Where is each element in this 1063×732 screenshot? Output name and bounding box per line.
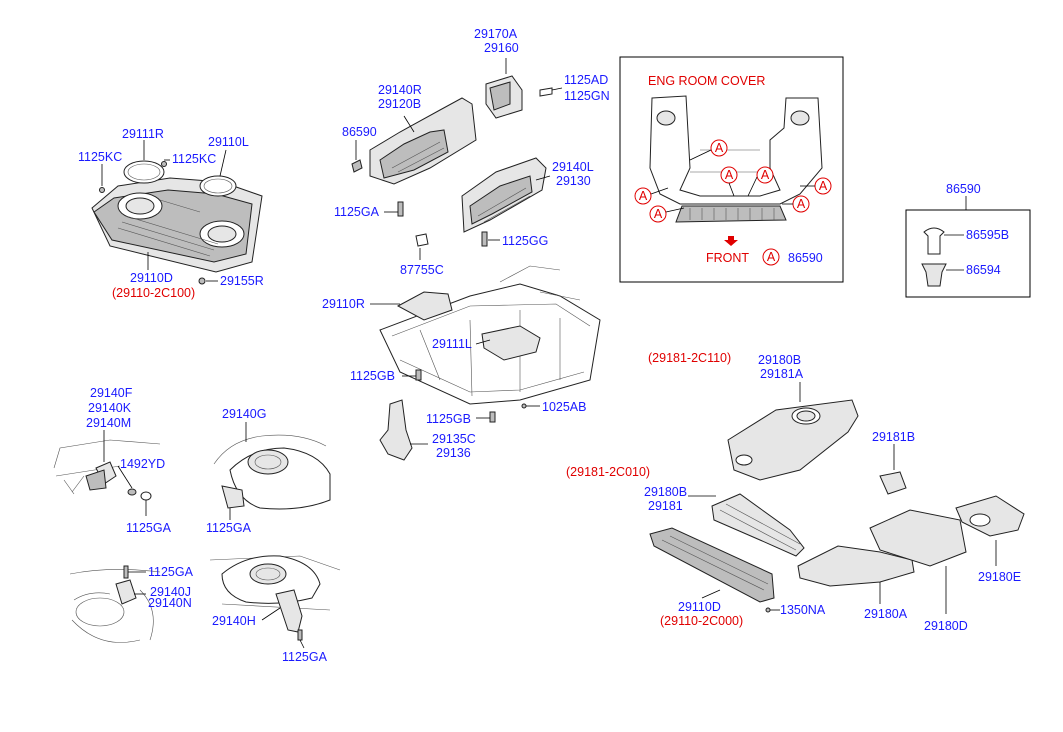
part-86595B[interactable]: 86595B — [966, 228, 1009, 242]
part-1125GG[interactable]: 1125GG — [502, 234, 548, 248]
part-29181B[interactable]: 29181B — [872, 430, 915, 444]
fender-bracket-29140F-drawing — [53, 430, 161, 516]
marker-a-7: A — [819, 179, 828, 193]
wheelhouse-29140G-drawing — [213, 422, 331, 520]
part-1350NA[interactable]: 1350NA — [780, 603, 826, 617]
part-1125KC-right[interactable]: 1125KC — [172, 152, 216, 166]
bracket-29170A-drawing — [485, 75, 553, 119]
clip-86590-panel — [905, 196, 1031, 298]
part-29180A[interactable]: 29180A — [864, 607, 908, 621]
clip-86590-frame — [905, 209, 1031, 298]
marker-a-leaders — [650, 149, 815, 213]
part-87755C[interactable]: 87755C — [400, 263, 444, 277]
part-29140M[interactable]: 29140M — [86, 416, 131, 430]
part-1125GB-left[interactable]: 1125GB — [350, 369, 395, 383]
part-1125GB-right[interactable]: 1125GB — [426, 412, 471, 426]
part-1125GA-bottom[interactable]: 1125GA — [282, 650, 328, 664]
under-cover-29110D-drawing — [91, 160, 263, 285]
marker-a-5: A — [654, 207, 663, 221]
cover-29180A-drawing — [797, 509, 967, 614]
marker-a-legend: A — [762, 248, 780, 266]
marker-a-legend-letter: A — [767, 250, 776, 264]
part-29135C[interactable]: 29135C — [432, 432, 476, 446]
cover-29180B-upper-drawing — [727, 382, 859, 481]
part-29140L[interactable]: 29140L — [552, 160, 594, 174]
part-29110R[interactable]: 29110R — [322, 297, 365, 311]
part-29110L[interactable]: 29110L — [208, 135, 249, 149]
marker-a-4: A — [639, 189, 648, 203]
leader-lines-center — [370, 303, 540, 445]
cover-29180E-drawing — [955, 495, 1025, 566]
part-29136[interactable]: 29136 — [436, 446, 471, 460]
part-29140G[interactable]: 29140G — [222, 407, 266, 421]
part-29155R[interactable]: 29155R — [220, 274, 264, 288]
part-29140K[interactable]: 29140K — [88, 401, 132, 415]
part-29140F[interactable]: 29140F — [90, 386, 133, 400]
part-29111L[interactable]: 29111L — [432, 337, 472, 351]
side-cover-29140R-drawing — [369, 97, 477, 185]
part-1125GA-left[interactable]: 1125GA — [126, 521, 172, 535]
cover-29110D-lower-drawing — [649, 527, 780, 613]
part-29181-2C110[interactable]: (29181-2C110) — [648, 351, 731, 365]
part-29180B-lower[interactable]: 29180B — [644, 485, 687, 499]
part-1025AB[interactable]: 1025AB — [542, 400, 586, 414]
front-label: FRONT — [706, 251, 749, 265]
part-1125GA-wheelhouse[interactable]: 1125GA — [206, 521, 252, 535]
part-29110-2C100[interactable]: (29110-2C100) — [112, 286, 195, 300]
fasteners-top-center — [351, 159, 488, 247]
part-86594[interactable]: 86594 — [966, 263, 1001, 277]
part-1125GA-lower[interactable]: 1125GA — [148, 565, 194, 579]
part-29140H[interactable]: 29140H — [212, 614, 256, 628]
eng-room-cover-panel: ENG ROOM COVER FRONT A 86590 A A A A A A… — [619, 56, 844, 283]
part-29180B-upper[interactable]: 29180B — [758, 353, 801, 367]
side-cover-29140L-drawing — [461, 157, 547, 233]
part-29181[interactable]: 29181 — [648, 499, 683, 513]
part-29110D-lower[interactable]: 29110D — [678, 600, 721, 614]
cover-29181B-drawing — [879, 444, 907, 495]
part-29110D-top[interactable]: 29110D — [130, 271, 173, 285]
leader-lines-top-center — [355, 58, 563, 260]
subframe-drawing — [379, 265, 601, 423]
marker-a-6: A — [797, 197, 806, 211]
part-29181A[interactable]: 29181A — [760, 367, 804, 381]
marker-a-2: A — [725, 168, 734, 182]
marker-a-callouts: A A A A A A A — [634, 139, 832, 223]
part-29140N[interactable]: 29140N — [148, 596, 192, 610]
part-1125GN[interactable]: 1125GN — [564, 89, 610, 103]
part-29180D[interactable]: 29180D — [924, 619, 968, 633]
part-29180E[interactable]: 29180E — [978, 570, 1021, 584]
fender-bracket-29140J-drawing — [69, 565, 161, 643]
part-29160[interactable]: 29160 — [484, 41, 519, 55]
part-29170A[interactable]: 29170A — [474, 27, 518, 41]
part-29120B[interactable]: 29120B — [378, 97, 421, 111]
part-29181-2C010[interactable]: (29181-2C010) — [566, 465, 650, 479]
marker-a-3: A — [761, 168, 770, 182]
part-1125GA-top[interactable]: 1125GA — [334, 205, 380, 219]
bracket-29135C-drawing — [379, 399, 413, 461]
eng-room-cover-title: ENG ROOM COVER — [648, 74, 765, 88]
wheelhouse-29140H-drawing — [209, 555, 341, 649]
part-1492YD[interactable]: 1492YD — [120, 457, 165, 471]
part-29140J[interactable]: 29140J — [150, 585, 191, 599]
cover-29180B-lower-drawing — [688, 493, 805, 557]
part-29140R[interactable]: 29140R — [378, 83, 422, 97]
leader-lines-top-left — [101, 140, 227, 282]
marker-a-part-number: 86590 — [788, 251, 823, 265]
part-86590-right[interactable]: 86590 — [946, 182, 981, 196]
marker-a-1: A — [715, 141, 724, 155]
part-1125KC-left[interactable]: 1125KC — [78, 150, 122, 164]
part-86590-top[interactable]: 86590 — [342, 125, 377, 139]
part-29110-2C000[interactable]: (29110-2C000) — [660, 614, 743, 628]
part-1125AD[interactable]: 1125AD — [564, 73, 608, 87]
part-29111R[interactable]: 29111R — [122, 127, 164, 141]
part-29130[interactable]: 29130 — [556, 174, 591, 188]
front-arrow-icon — [724, 236, 738, 246]
eng-room-cover-frame — [619, 56, 844, 283]
part-number-labels: 29170A 29160 1125AD 1125GN 29140R 29120B… — [78, 27, 1021, 664]
